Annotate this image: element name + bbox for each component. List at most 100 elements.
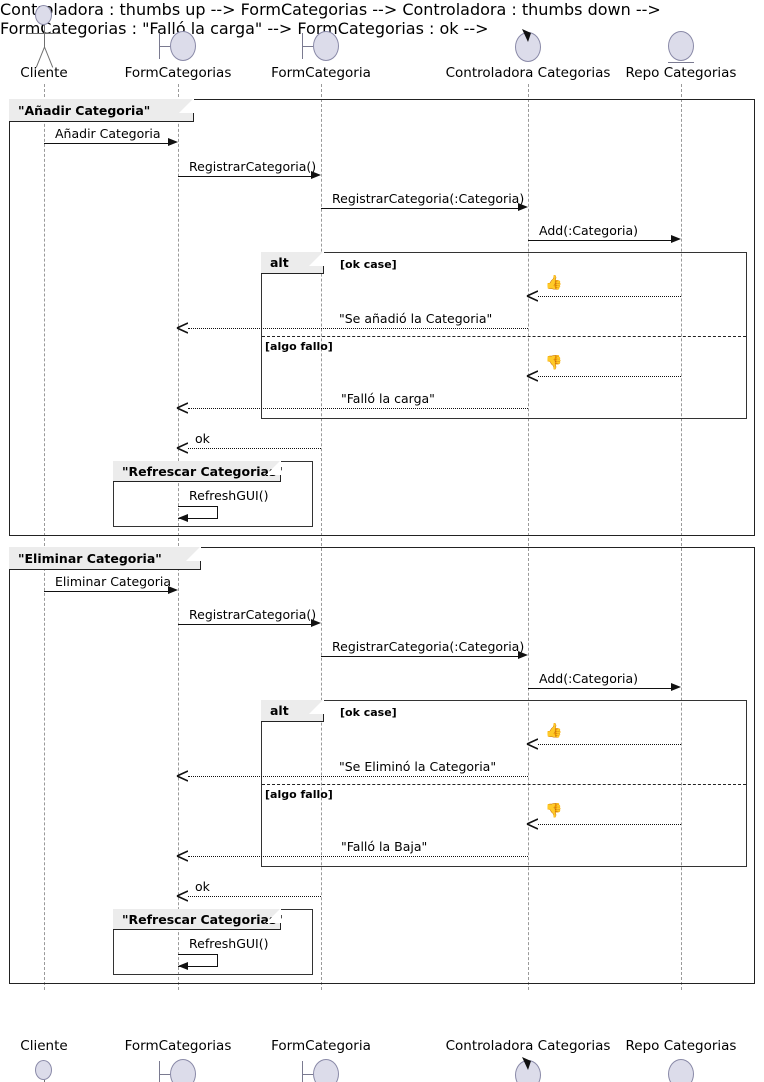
participant-label-formcategorias-bottom: FormCategorias	[124, 1038, 232, 1054]
fragment-anadir-categoria[interactable]	[9, 99, 755, 536]
actor-body	[44, 25, 45, 47]
message-line-m7	[538, 376, 681, 377]
message-arrow-m17	[526, 818, 538, 830]
message-label-m7: 👎	[545, 355, 563, 371]
fragment-alt-1-label: alt	[270, 255, 289, 270]
participant-label-repo-bottom: Repo Categorias	[625, 1038, 737, 1054]
message-arrow-m18	[176, 850, 188, 862]
guard-alt-2-fail: [algo fallo]	[265, 788, 333, 801]
message-arrow-m8	[176, 402, 188, 414]
entity-icon	[668, 1059, 694, 1082]
fragment-alt-2[interactable]	[261, 700, 747, 867]
message-line-m4	[528, 240, 671, 241]
message-arrow-m16	[176, 770, 188, 782]
message-line-m13	[321, 656, 518, 657]
guard-alt-2-ok: [ok case]	[340, 706, 397, 719]
message-label-m9: ok	[195, 431, 210, 446]
alt-2-divider	[262, 784, 746, 785]
message-label-m19: ok	[195, 879, 210, 894]
message-arrow-m12	[311, 619, 321, 627]
fragment-refrescar-1-tab: "Refrescar Categorias"	[113, 460, 283, 482]
message-line-m17	[538, 824, 681, 825]
message-label-m5: 👍	[545, 275, 563, 291]
message-arrow-m10	[178, 514, 188, 522]
guard-alt-1-fail: [algo fallo]	[265, 340, 333, 353]
message-label-m12: RegistrarCategoria()	[189, 607, 317, 622]
message-line-m6	[188, 328, 528, 329]
entity-icon	[668, 31, 694, 61]
participant-label-formcategorias-top: FormCategorias	[124, 65, 232, 81]
message-label-m13: RegistrarCategoria(:Categoria)	[332, 639, 525, 654]
message-line-m14	[528, 688, 671, 689]
actor-body	[44, 1080, 45, 1082]
boundary-icon	[313, 31, 339, 61]
message-arrow-m3	[518, 203, 528, 211]
alt-1-divider	[262, 336, 746, 337]
message-line-m5	[538, 296, 681, 297]
message-line-m8	[188, 408, 528, 409]
fragment-anadir-tab: "Añadir Categoria"	[9, 98, 194, 122]
message-label-m3: RegistrarCategoria(:Categoria)	[332, 191, 525, 206]
message-line-m2	[178, 176, 311, 177]
message-arrow-m7	[526, 370, 538, 382]
fragment-refrescar-2-label: "Refrescar Categorias"	[122, 911, 283, 927]
message-arrow-m4	[671, 235, 681, 243]
message-arrow-m20	[178, 962, 188, 970]
message-arrow-m5	[526, 290, 538, 302]
fragment-alt-1[interactable]	[261, 252, 747, 419]
message-line-m1	[44, 143, 168, 144]
fragment-alt-2-label: alt	[270, 703, 289, 718]
boundary-icon-stem	[302, 1074, 313, 1075]
message-label-m15: 👍	[545, 723, 563, 739]
boundary-icon-bar	[302, 1061, 303, 1082]
message-arrow-m15	[526, 738, 538, 750]
message-arrow-m14	[671, 683, 681, 691]
message-arrow-m19	[176, 890, 188, 902]
lifeline-formcategorias	[178, 84, 179, 990]
message-label-m16: "Se Eliminó la Categoria"	[339, 759, 497, 774]
message-label-m17: 👎	[545, 803, 563, 819]
lifeline-formcategoria	[321, 84, 322, 990]
message-label-m20: RefreshGUI()	[189, 936, 269, 951]
lifeline-cliente	[44, 84, 45, 990]
message-line-m15	[538, 744, 681, 745]
participant-label-cliente-top: Cliente	[20, 65, 68, 81]
actor-icon	[35, 5, 52, 25]
message-label-m10: RefreshGUI()	[189, 488, 269, 503]
message-self-box-m10	[178, 506, 218, 519]
fragment-alt-1-tab: alt	[261, 251, 324, 274]
participant-label-repo-top: Repo Categorias	[625, 65, 737, 81]
control-icon-arrow	[522, 29, 531, 42]
message-arrow-m2	[311, 171, 321, 179]
message-line-m9	[188, 448, 321, 449]
fragment-alt-2-tab: alt	[261, 699, 324, 722]
fragment-eliminar-tab: "Eliminar Categoria"	[9, 546, 201, 570]
message-arrow-m1	[168, 138, 178, 146]
message-line-m3	[321, 208, 518, 209]
lifeline-controladora	[528, 84, 529, 990]
message-label-m2: RegistrarCategoria()	[189, 159, 317, 174]
message-label-m1: Añadir Categoria	[55, 126, 161, 141]
message-line-m16	[188, 776, 528, 777]
fragment-refrescar-1-label: "Refrescar Categorias"	[122, 463, 283, 479]
message-arrow-m9	[176, 442, 188, 454]
boundary-icon	[170, 1059, 196, 1082]
boundary-icon	[313, 1059, 339, 1082]
message-arrow-m6	[176, 322, 188, 334]
message-label-m8: "Falló la carga"	[341, 391, 435, 406]
message-line-m11	[44, 591, 168, 592]
message-arrow-m13	[518, 651, 528, 659]
actor-arms	[27, 33, 61, 34]
entity-icon-base	[668, 62, 694, 63]
fragment-eliminar-categoria[interactable]	[9, 547, 755, 984]
boundary-icon-bar	[159, 1061, 160, 1082]
control-icon-arrow	[522, 1057, 531, 1070]
message-label-m14: Add(:Categoria)	[539, 671, 638, 686]
message-line-m12	[178, 624, 311, 625]
message-line-m19	[188, 896, 321, 897]
guard-alt-1-ok: [ok case]	[340, 258, 397, 271]
boundary-icon-stem	[159, 1074, 170, 1075]
fragment-eliminar-label: "Eliminar Categoria"	[18, 550, 162, 566]
participant-label-cliente-bottom: Cliente	[20, 1038, 68, 1054]
boundary-icon	[170, 31, 196, 61]
